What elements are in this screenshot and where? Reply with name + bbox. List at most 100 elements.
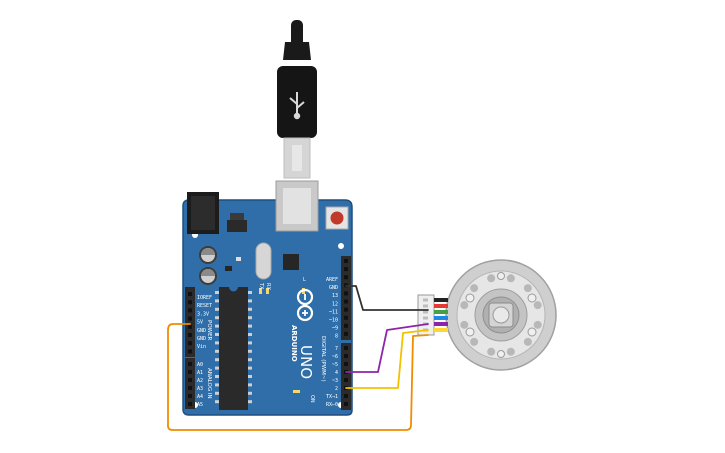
digital-section-label: DIGITAL (PWM~) [320,336,326,382]
pin-label: IOREF [197,295,212,301]
motor-rim-bump [460,320,469,329]
chip-leg [215,383,219,387]
pin-label: ~5 [332,362,338,368]
header-pin-hole[interactable] [188,316,192,321]
motor-rim-bump [533,320,542,329]
rx-led [266,288,269,294]
header-pin-hole[interactable] [188,308,192,313]
header-pin-hole[interactable] [188,378,192,382]
wire-pin2[interactable] [345,329,429,389]
header-pin-hole[interactable] [188,402,192,406]
header-pin-hole[interactable] [344,299,348,304]
reset-button[interactable] [325,206,349,230]
header-pin-hole[interactable] [344,291,348,296]
usb-cable[interactable] [277,20,317,179]
chip-leg [215,366,219,370]
pin-label: 13 [332,293,338,299]
tx-label: TX [258,282,264,290]
chip-leg [215,291,219,294]
chip-leg [215,307,219,311]
header-pin-hole[interactable] [188,341,192,346]
smd-component [225,266,232,271]
header-pin-hole[interactable] [344,307,348,312]
pin-label: 4 [335,370,338,376]
chip-leg [248,324,252,328]
header-pin-hole[interactable] [188,324,192,329]
motor-rim-bump [487,347,496,356]
motor-rim-bump [470,284,479,293]
chip-leg [248,375,252,378]
pin-label: 5V [197,320,203,326]
motor-rim-bump [487,274,496,283]
pin-label: A1 [197,370,203,376]
wire-gnd[interactable] [345,285,429,311]
header-pin-hole[interactable] [188,349,192,354]
mounting-hole [338,243,344,249]
pin-label: A3 [197,386,203,392]
usb-metal-shell [283,137,311,179]
header-pin-hole[interactable] [344,354,348,358]
pin-label: 12 [332,301,338,307]
header-pin-hole[interactable] [344,275,348,280]
chip-leg [215,375,219,378]
arduino-uno-board[interactable]: TX RX L ARDUINO UNO ON [182,180,353,416]
analog-section-label: ANALOG IN [206,368,212,399]
chip-leg [215,324,219,328]
usb-b-socket [275,180,319,232]
header-pin-hole[interactable] [188,394,192,398]
header-pin-hole[interactable] [344,315,348,320]
power-header[interactable] [185,287,195,357]
header-pin-hole[interactable] [188,370,192,374]
header-pin-hole[interactable] [344,362,348,366]
pin-label: ~6 [332,354,338,360]
digital-header-bottom[interactable] [341,343,351,410]
analog-header[interactable] [185,358,195,409]
motor-icon [445,259,557,371]
chip-leg [215,316,219,320]
motor-rim-bump [460,301,469,310]
arduino-logo [296,288,314,322]
motor-rim-bump [506,274,515,283]
header-pin-hole[interactable] [188,333,192,337]
header-pin-hole[interactable] [188,362,192,366]
motor-connector[interactable] [417,294,448,336]
usb-interface-chip [283,254,299,270]
header-pin-hole[interactable] [344,323,348,328]
header-pin-hole[interactable] [344,346,348,350]
tx-led [259,288,262,294]
header-pin-hole[interactable] [188,300,192,305]
chip-leg [248,383,252,387]
header-pin-hole[interactable] [344,331,348,336]
wire-5v[interactable] [167,323,429,431]
header-pin-hole[interactable] [188,386,192,390]
pin-label: ~11 [329,309,338,315]
usb-metal-inner [292,145,302,171]
pin-label: TX→1 [326,394,338,400]
chip-leg [248,366,252,370]
motor-rim-bump [523,284,532,293]
l-label: L [303,277,306,283]
header-pin-hole[interactable] [344,402,348,406]
header-pin-hole[interactable] [344,394,348,398]
chip-leg [215,299,219,303]
chip-leg [248,299,252,303]
encoder-motor[interactable] [417,259,557,371]
pin-label: 3.3V [197,311,209,317]
wires[interactable] [167,285,429,431]
wire-pin3[interactable] [345,323,429,373]
header-pin-hole[interactable] [344,378,348,382]
motor-rim-bump [506,347,515,356]
pin-label: A4 [197,394,203,400]
header-pin-hole[interactable] [344,267,348,272]
crystal-oscillator [255,242,272,280]
chip-leg [248,349,252,353]
capacitor [199,246,217,264]
header-pin-hole[interactable] [188,292,192,296]
connector-wire [434,304,448,308]
chip-leg [248,291,252,294]
header-pin-hole[interactable] [344,259,348,263]
digital-header-top[interactable] [341,256,351,340]
